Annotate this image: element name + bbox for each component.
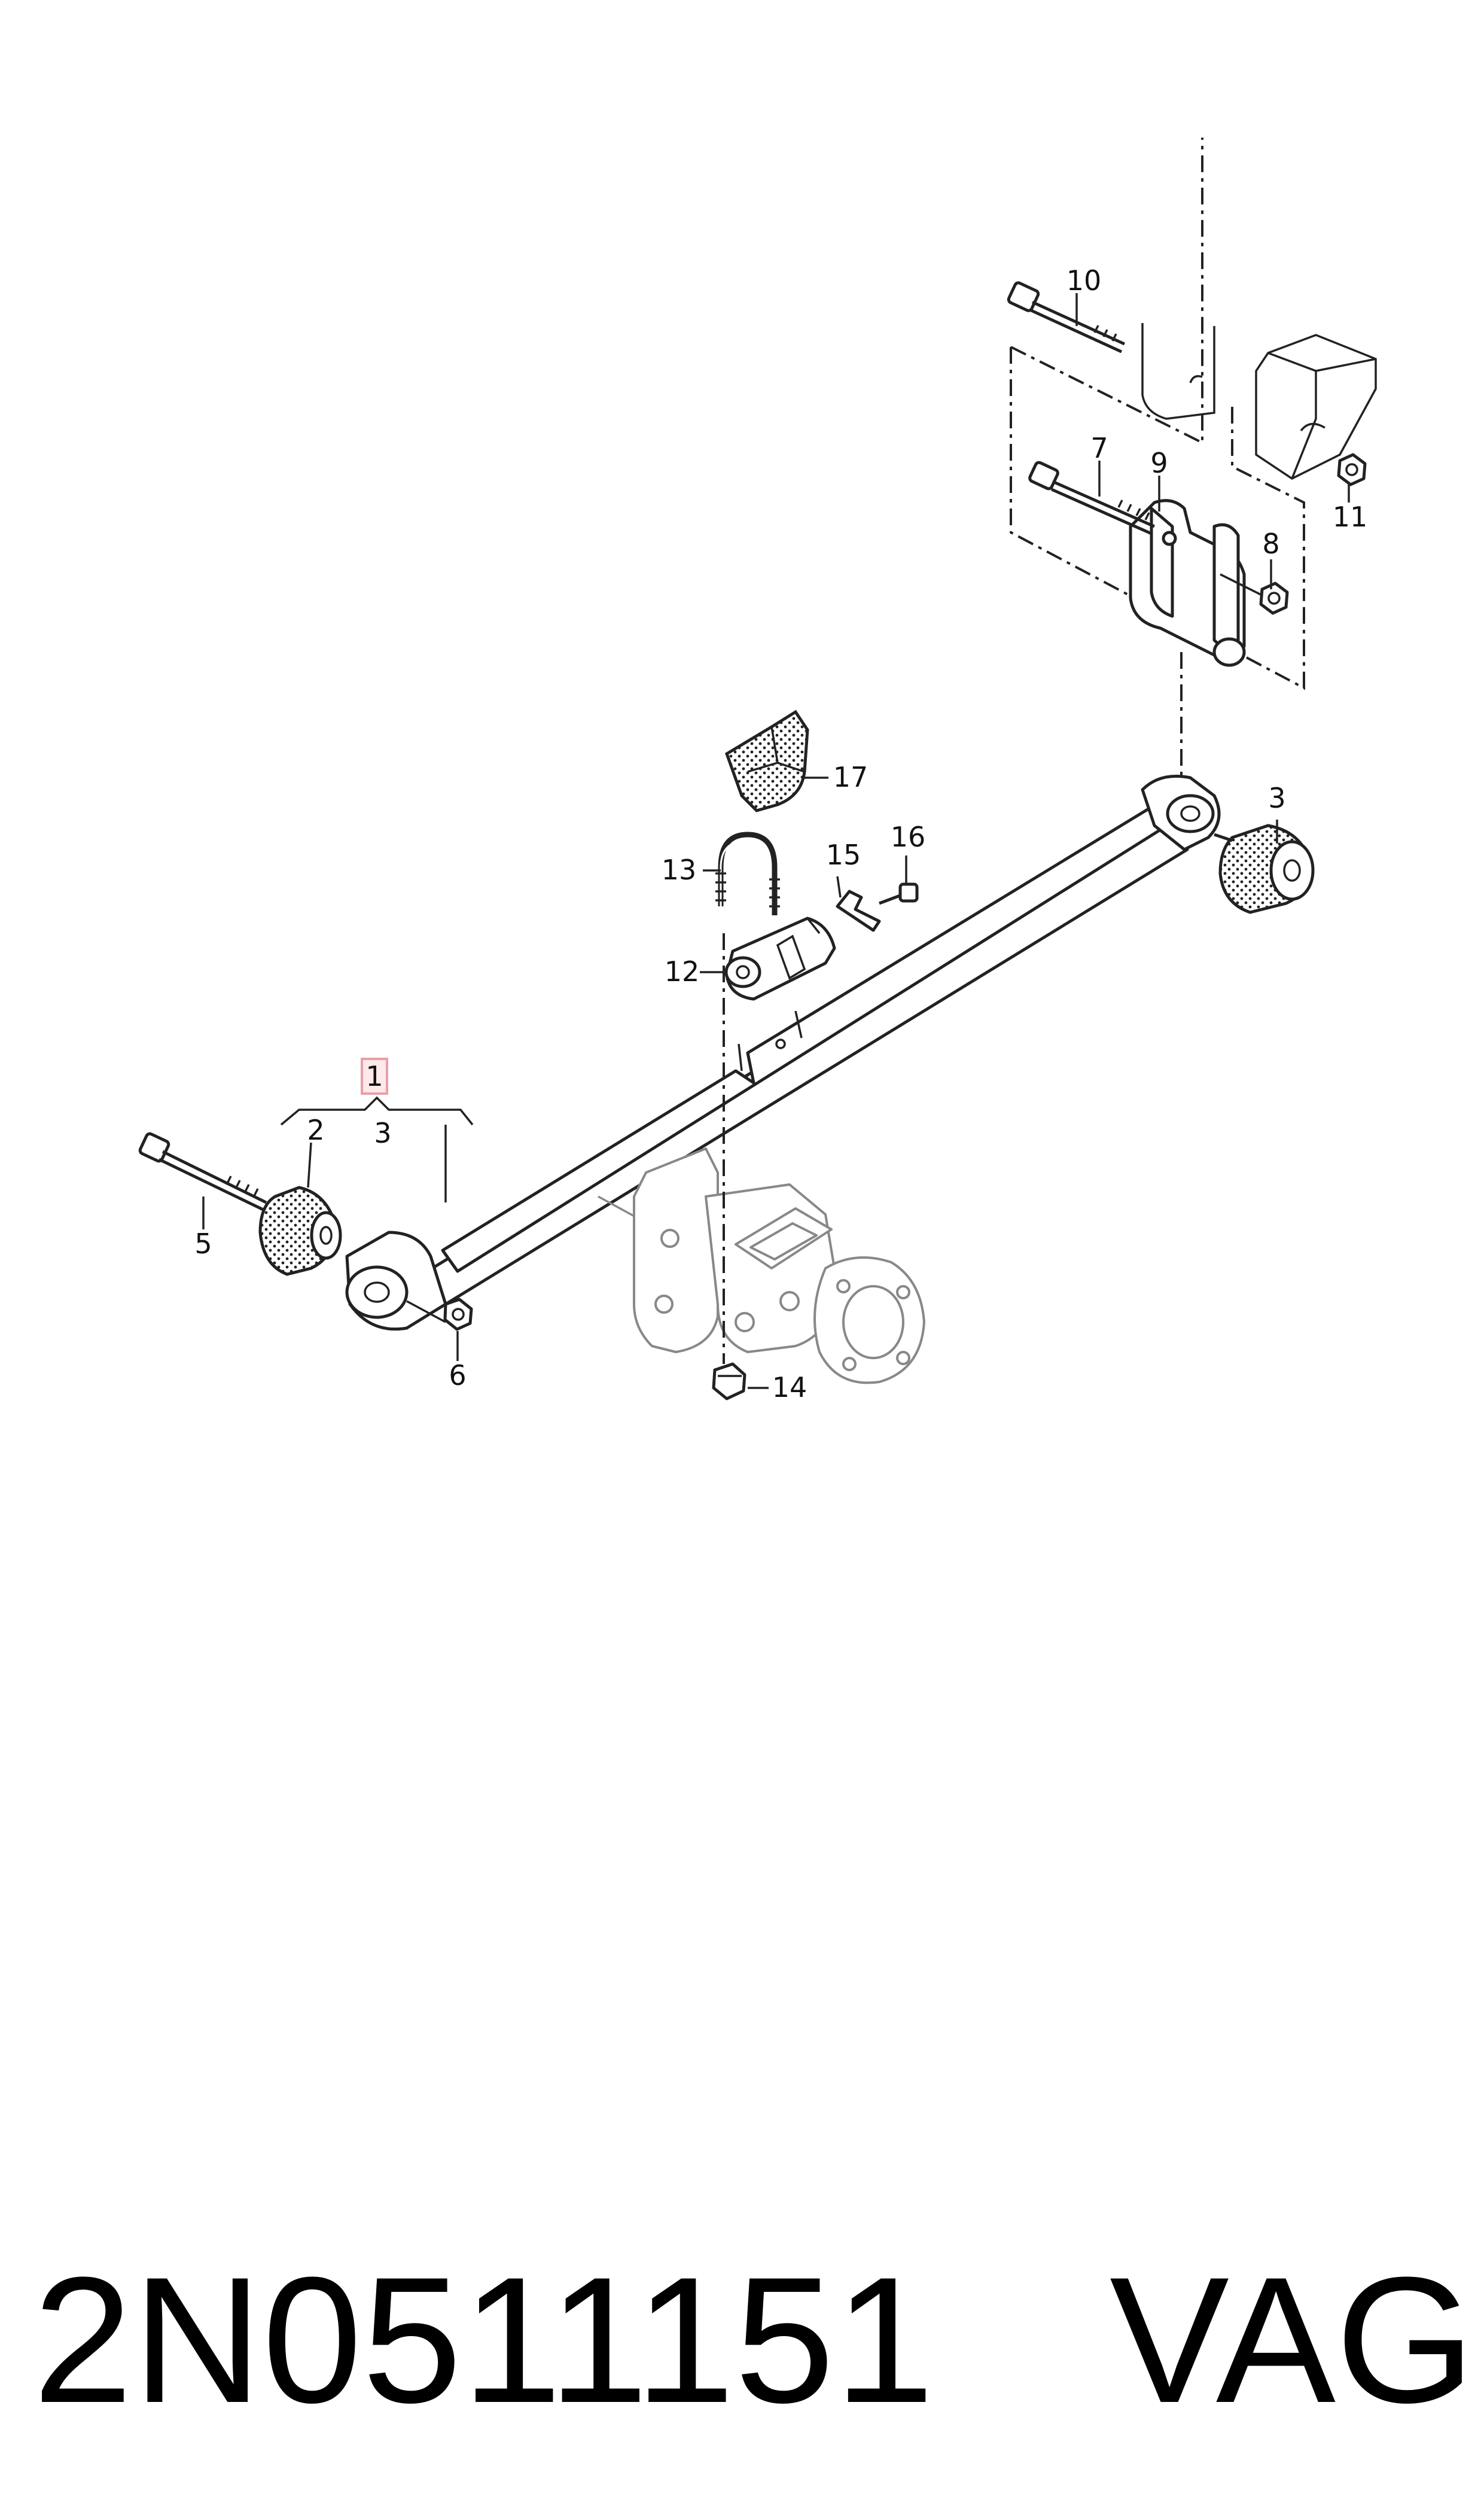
bushing-2 bbox=[258, 1186, 342, 1276]
brand-label: VAG bbox=[1110, 2239, 1475, 2440]
spring-pad-12 bbox=[724, 917, 836, 1001]
callout-13[interactable]: 13 bbox=[662, 854, 697, 886]
u-bolt-13 bbox=[715, 832, 780, 915]
callout-9[interactable]: 9 bbox=[1150, 447, 1168, 479]
bolt-7 bbox=[1028, 461, 1156, 535]
callout-15[interactable]: 15 bbox=[826, 839, 861, 871]
frame-bracket-group bbox=[1007, 138, 1377, 690]
callout-14[interactable]: 14 bbox=[772, 1371, 807, 1403]
bump-stop-17 bbox=[724, 710, 809, 812]
bushing-3-rear bbox=[1214, 824, 1315, 914]
callout-17[interactable]: 17 bbox=[833, 761, 869, 793]
axle-hub bbox=[598, 1147, 925, 1384]
rear-spring-eye bbox=[1141, 775, 1221, 851]
nut-14 bbox=[712, 1362, 746, 1400]
callout-10[interactable]: 10 bbox=[1066, 264, 1102, 297]
nut-8 bbox=[1220, 573, 1289, 615]
nut-11 bbox=[1337, 453, 1367, 486]
callout-3-rear[interactable]: 3 bbox=[1268, 782, 1285, 814]
nut-6 bbox=[406, 1298, 473, 1331]
callout-8[interactable]: 8 bbox=[1262, 528, 1279, 560]
callout-16[interactable]: 16 bbox=[891, 821, 926, 853]
callout-labels: 1 2 3 5 6 7 8 9 10 11 12 13 14 15 16 17 … bbox=[194, 264, 1367, 1403]
callout-1-highlight bbox=[361, 1058, 388, 1095]
callout-1[interactable]: 1 bbox=[365, 1060, 383, 1092]
callout-6[interactable]: 6 bbox=[449, 1359, 466, 1392]
callout-5[interactable]: 5 bbox=[194, 1228, 212, 1260]
bolt-10 bbox=[1007, 281, 1126, 354]
leaf-spring bbox=[345, 775, 1221, 1331]
callout-11[interactable]: 11 bbox=[1333, 501, 1368, 533]
callout-3-front[interactable]: 3 bbox=[374, 1117, 391, 1149]
callout-7[interactable]: 7 bbox=[1090, 432, 1108, 464]
callout-2[interactable]: 2 bbox=[307, 1114, 324, 1146]
part-number: 2N0511151 bbox=[33, 2239, 934, 2440]
bolt-16 bbox=[879, 882, 919, 905]
callout-leaders bbox=[202, 293, 1350, 1389]
clip-15 bbox=[836, 890, 881, 932]
callout-12[interactable]: 12 bbox=[665, 955, 700, 988]
front-spring-eye bbox=[345, 1231, 447, 1331]
bolt-5 bbox=[138, 1132, 267, 1211]
